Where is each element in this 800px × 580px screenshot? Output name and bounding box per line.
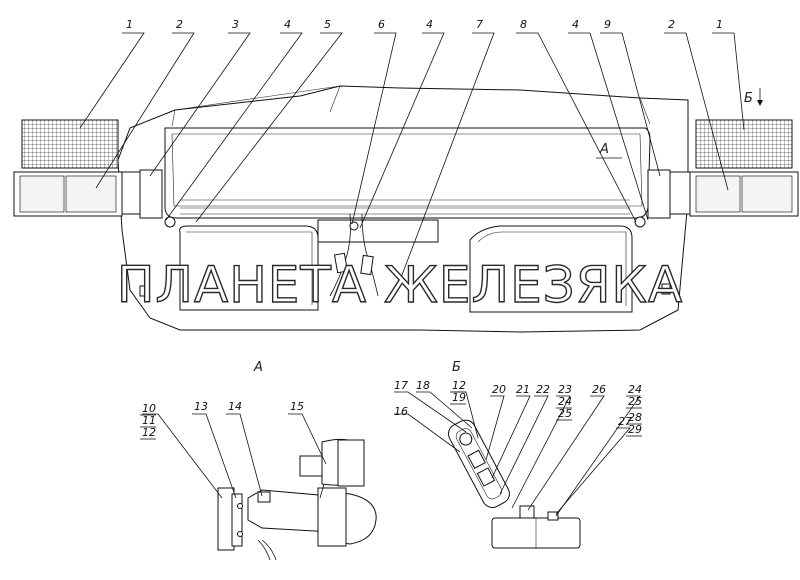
callout-7: 7: [476, 18, 483, 31]
view-b-label-27: 27: [618, 415, 632, 428]
callout-8: 8: [520, 18, 527, 31]
view-b-label-25-second: 25: [628, 395, 642, 408]
view-b-label-22: 22: [536, 383, 550, 396]
callout-1-right: 1: [716, 18, 723, 31]
view-a-label-13: 13: [194, 400, 208, 413]
view-b-label-17: 17: [394, 379, 408, 392]
view-a-label-12: 12: [142, 426, 156, 439]
view-b-label-24-second: 24: [628, 383, 642, 396]
view-b-label-12: 12: [452, 379, 466, 392]
view-a-label-11: 11: [142, 414, 156, 427]
view-a-label-10: 10: [142, 402, 156, 415]
view-a-label-15: 15: [290, 400, 304, 413]
callout-2-left: 2: [176, 18, 183, 31]
view-a-marker-label: А: [599, 142, 609, 157]
view-a-marker: А: [596, 142, 622, 159]
view-b-label-26: 26: [592, 383, 606, 396]
view-b-label-21: 21: [516, 383, 530, 396]
callout-6: 6: [378, 18, 385, 31]
callout-2-right: 2: [668, 18, 675, 31]
view-b-label-16: 16: [394, 405, 408, 418]
view-b-marker-label: Б: [744, 91, 753, 106]
right-work-lamp: [689, 119, 799, 217]
view-b-label-25-first: 25: [558, 407, 572, 420]
callout-5: 5: [324, 18, 331, 31]
view-b-label-19: 19: [452, 391, 466, 404]
view-b-label-24-first: 24: [558, 395, 572, 408]
view-b-label-29: 29: [628, 423, 642, 436]
view-b-label-18: 18: [416, 379, 430, 392]
callout-4-first: 4: [284, 18, 291, 31]
view-a-title: А: [253, 360, 263, 375]
top-leader-lines: [79, 32, 745, 297]
callout-4-third: 4: [572, 18, 579, 31]
callout-1-left: 1: [126, 18, 133, 31]
callout-4-second: 4: [426, 18, 433, 31]
cab-rear-view: [111, 85, 699, 333]
view-b-detail: Б 16 17 18 12 19 20 21: [394, 360, 642, 549]
callout-3: 3: [232, 18, 239, 31]
callout-9: 9: [604, 18, 611, 31]
view-b-marker: Б: [744, 88, 763, 106]
left-work-lamp: [13, 119, 123, 217]
top-callout-labels: 1 2 3 4 5 6 4 7 8 4 9 2 1: [126, 18, 723, 31]
view-a-detail: А 10 11 12 13 14 15: [140, 360, 377, 561]
view-b-title: Б: [452, 360, 461, 375]
watermark-text: ПЛАНЕТА ЖЕЛЕЗЯКА: [117, 256, 683, 314]
view-b-label-28: 28: [628, 411, 642, 424]
view-a-label-14: 14: [228, 400, 242, 413]
view-b-label-20: 20: [492, 383, 506, 396]
view-b-label-23: 23: [558, 383, 572, 396]
